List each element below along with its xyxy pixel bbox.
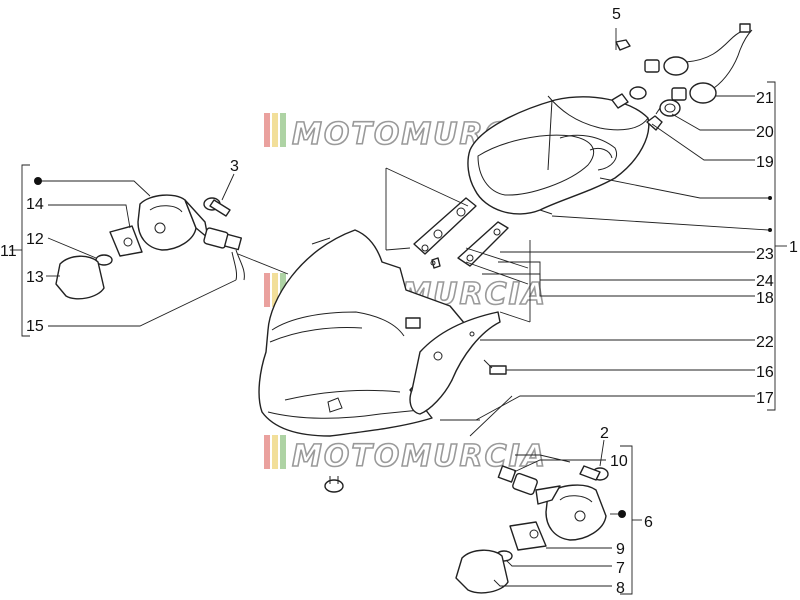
left-turn-signal bbox=[137, 194, 245, 281]
callout-10: 10 bbox=[610, 453, 628, 470]
callout-8: 8 bbox=[616, 580, 625, 597]
assembly-lines bbox=[237, 167, 571, 463]
bulb-5 bbox=[615, 39, 631, 51]
callout-17: 17 bbox=[756, 390, 774, 407]
leader-dots bbox=[34, 177, 772, 518]
cover-13 bbox=[55, 255, 105, 300]
callout-labels: 5 21 20 19 23 1 24 18 22 16 17 3 14 11 1… bbox=[0, 6, 798, 597]
callout-20: 20 bbox=[756, 124, 774, 141]
callout-6: 6 bbox=[644, 514, 653, 531]
callout-24: 24 bbox=[756, 273, 774, 290]
callout-14: 14 bbox=[26, 196, 44, 213]
lens-14 bbox=[109, 225, 143, 257]
callout-1: 1 bbox=[789, 239, 798, 256]
screw-16 bbox=[483, 359, 507, 375]
callout-7: 7 bbox=[616, 560, 625, 577]
watermark-bottom: MOTOMURCIA bbox=[264, 435, 547, 475]
watermark-text: MOTOMURCIA bbox=[292, 439, 547, 474]
screw-2 bbox=[579, 465, 609, 481]
fastener-bottom bbox=[324, 476, 344, 493]
callout-9: 9 bbox=[616, 541, 625, 558]
callout-23: 23 bbox=[756, 246, 774, 263]
callout-18: 18 bbox=[756, 290, 774, 307]
callout-3: 3 bbox=[230, 158, 239, 175]
callout-22: 22 bbox=[756, 334, 774, 351]
bracket-23 bbox=[413, 197, 477, 255]
callout-19: 19 bbox=[756, 154, 774, 171]
callout-15: 15 bbox=[26, 318, 44, 335]
cover-8 bbox=[455, 549, 509, 594]
callout-2: 2 bbox=[600, 425, 609, 442]
lens-9 bbox=[509, 521, 547, 551]
screw-3 bbox=[203, 197, 231, 217]
side-panel-22 bbox=[409, 311, 501, 415]
right-turn-signal bbox=[497, 465, 607, 541]
bulb-19 bbox=[646, 107, 663, 131]
callout-5: 5 bbox=[612, 6, 621, 23]
callout-21: 21 bbox=[756, 90, 774, 107]
callout-13: 13 bbox=[26, 269, 44, 286]
bulb-small bbox=[611, 86, 647, 109]
bulb-holder-20 bbox=[659, 99, 681, 117]
headlight-assembly bbox=[467, 95, 650, 215]
callout-11: 11 bbox=[0, 243, 17, 260]
wire-connector-21 bbox=[644, 23, 753, 104]
callout-12: 12 bbox=[26, 231, 44, 248]
leader-lines bbox=[10, 28, 787, 595]
callout-16: 16 bbox=[756, 364, 774, 381]
bracket-24 bbox=[430, 221, 509, 269]
